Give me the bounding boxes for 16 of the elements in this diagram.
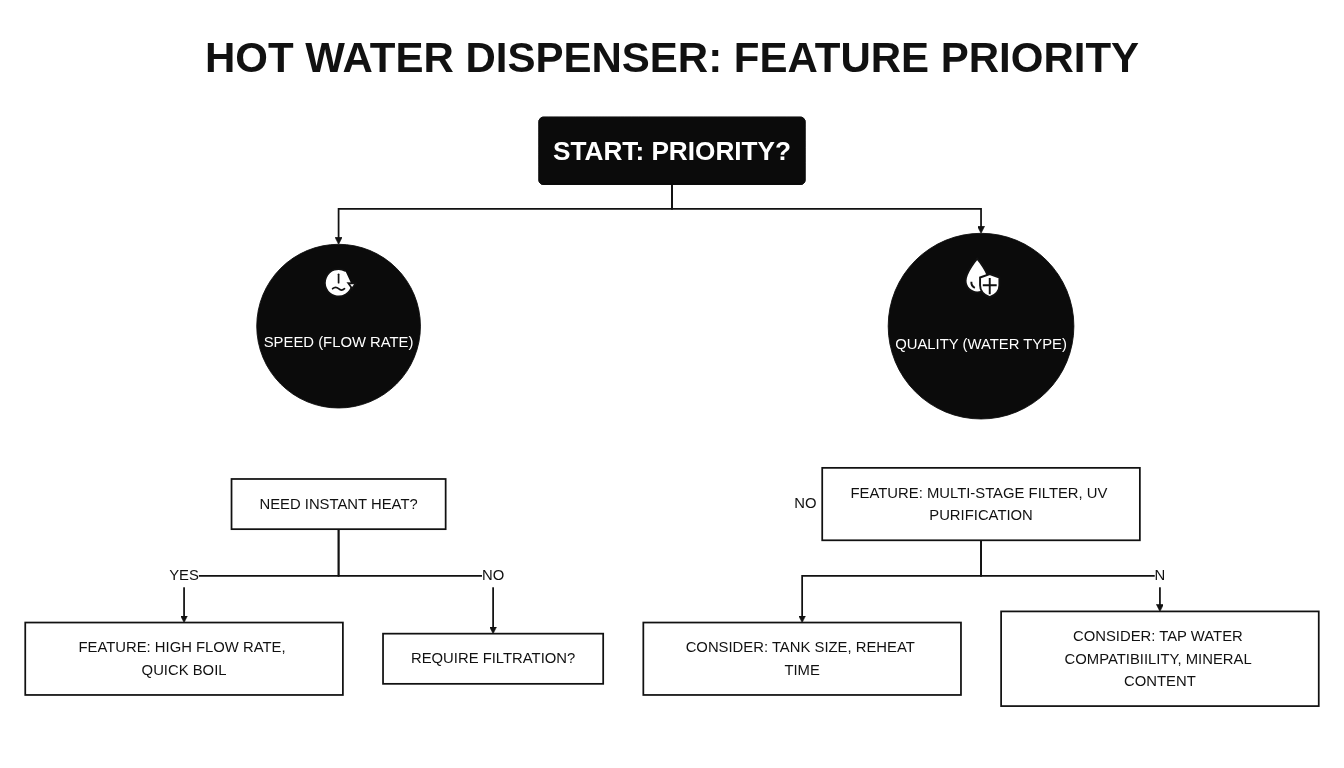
node-box: FEATURE: MULTI-STAGE FILTER, UV PURIFICATION <box>821 467 1141 542</box>
node-box: FEATURE: HIGH FLOW RATE, QUICK BOIL <box>24 621 344 696</box>
arrow <box>337 528 497 634</box>
node-box: NEED INSTANT HEAT? <box>230 478 447 531</box>
side-label: NO <box>794 495 817 513</box>
node-circle: SPEED (FLOW RATE) <box>256 243 421 409</box>
edge-label: NO <box>481 567 505 584</box>
arrow <box>980 539 1164 612</box>
edge-label: YES <box>169 567 199 584</box>
node-box: CONSIDER: TAP WATER COMPATIBIILITY, MINERAL CONTENT <box>1000 610 1320 707</box>
node-box: REQUIRE FILTRATION? <box>382 632 605 685</box>
edge-label: N <box>1154 567 1166 584</box>
arrow <box>671 183 985 234</box>
node-box: CONSIDER: TANK SIZE, REHEAT TIME <box>642 621 962 696</box>
diagram-title: HOT WATER DISPENSER: FEATURE PRIORITY <box>203 34 1141 82</box>
node-circle: QUALITY (WATER TYPE) <box>887 232 1075 420</box>
